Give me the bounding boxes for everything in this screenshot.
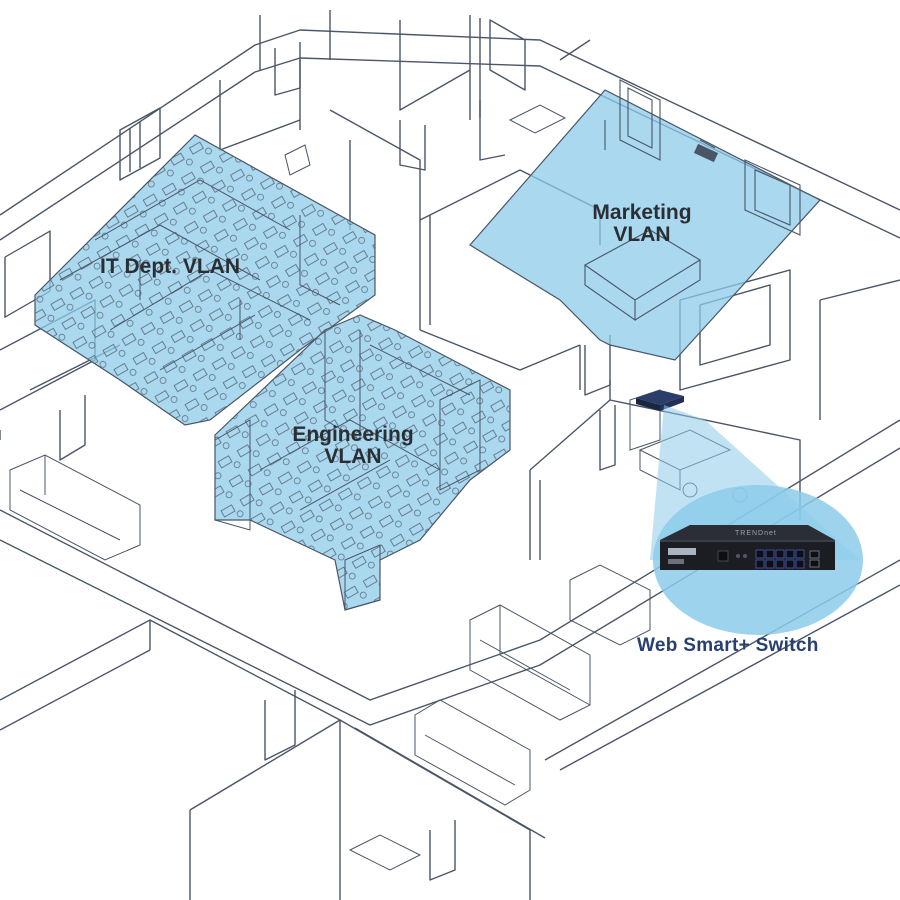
- it-dept-vlan-label: IT Dept. VLAN: [100, 255, 240, 278]
- it-dept-vlan-zone: [34, 134, 376, 426]
- web-smart-switch-label: Web Smart+ Switch: [637, 636, 819, 656]
- console-port: [717, 550, 729, 562]
- it-dept-vlan-label-text: IT Dept. VLAN: [100, 255, 240, 278]
- engineering-vlan-label: Engineering VLAN: [278, 423, 428, 469]
- marketing-vlan-zone: [469, 79, 821, 361]
- storage-shelves: [9, 454, 651, 806]
- marketing-vlan-label: Marketing VLAN: [578, 201, 706, 247]
- ethernet-ports: [755, 549, 805, 569]
- device-label-plate: [668, 548, 696, 555]
- engineering-vlan-line1: Engineering: [292, 423, 414, 446]
- engineering-vlan-zone: [214, 314, 511, 611]
- sfp-ports: [809, 550, 820, 568]
- marketing-vlan-line2: VLAN: [613, 223, 671, 247]
- switch-brand-text: TRENDnet: [735, 530, 777, 537]
- engineering-vlan-line2: VLAN: [324, 445, 382, 469]
- marketing-vlan-line1: Marketing: [592, 201, 692, 224]
- web-smart-switch-device: [660, 525, 835, 570]
- web-smart-switch-label-text: Web Smart+ Switch: [637, 635, 819, 656]
